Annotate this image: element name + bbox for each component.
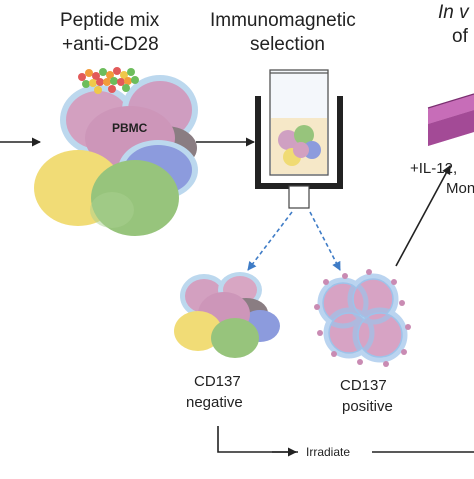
irradiate-line <box>217 426 474 453</box>
step1-title-line2: +anti-CD28 <box>62 34 159 55</box>
cd137-positive-line2: positive <box>342 398 393 415</box>
pbmc-cell-cluster <box>34 75 198 236</box>
cd137-positive-line1: CD137 <box>340 377 387 394</box>
irradiate-label: Irradiate <box>306 445 351 459</box>
cd137-negative-cells <box>174 272 280 358</box>
cytokine-label: +IL-12, <box>410 160 458 177</box>
arrow-to-negative <box>247 211 293 271</box>
monocyte-label: Mon <box>446 180 474 197</box>
irradiate-label-bg <box>298 442 372 462</box>
magnetic-column <box>255 69 343 209</box>
step2-title-line1: Immunomagnetic <box>210 10 356 31</box>
arrow-to-positive <box>309 211 341 271</box>
cd137-negative-line1: CD137 <box>194 373 241 390</box>
step1-title-line1: Peptide mix <box>60 10 160 31</box>
step3-title-line2: of <box>452 26 468 47</box>
step3-title-line1: In v <box>438 2 469 23</box>
arrow-to-culture <box>395 165 451 267</box>
culture-flask <box>427 93 474 146</box>
pbmc-label: PBMC <box>112 121 148 135</box>
step2-title-line2: selection <box>250 34 325 55</box>
cd137-negative-line2: negative <box>186 394 243 411</box>
peptide-beads <box>78 67 139 94</box>
cd137-positive-cells <box>314 269 411 367</box>
